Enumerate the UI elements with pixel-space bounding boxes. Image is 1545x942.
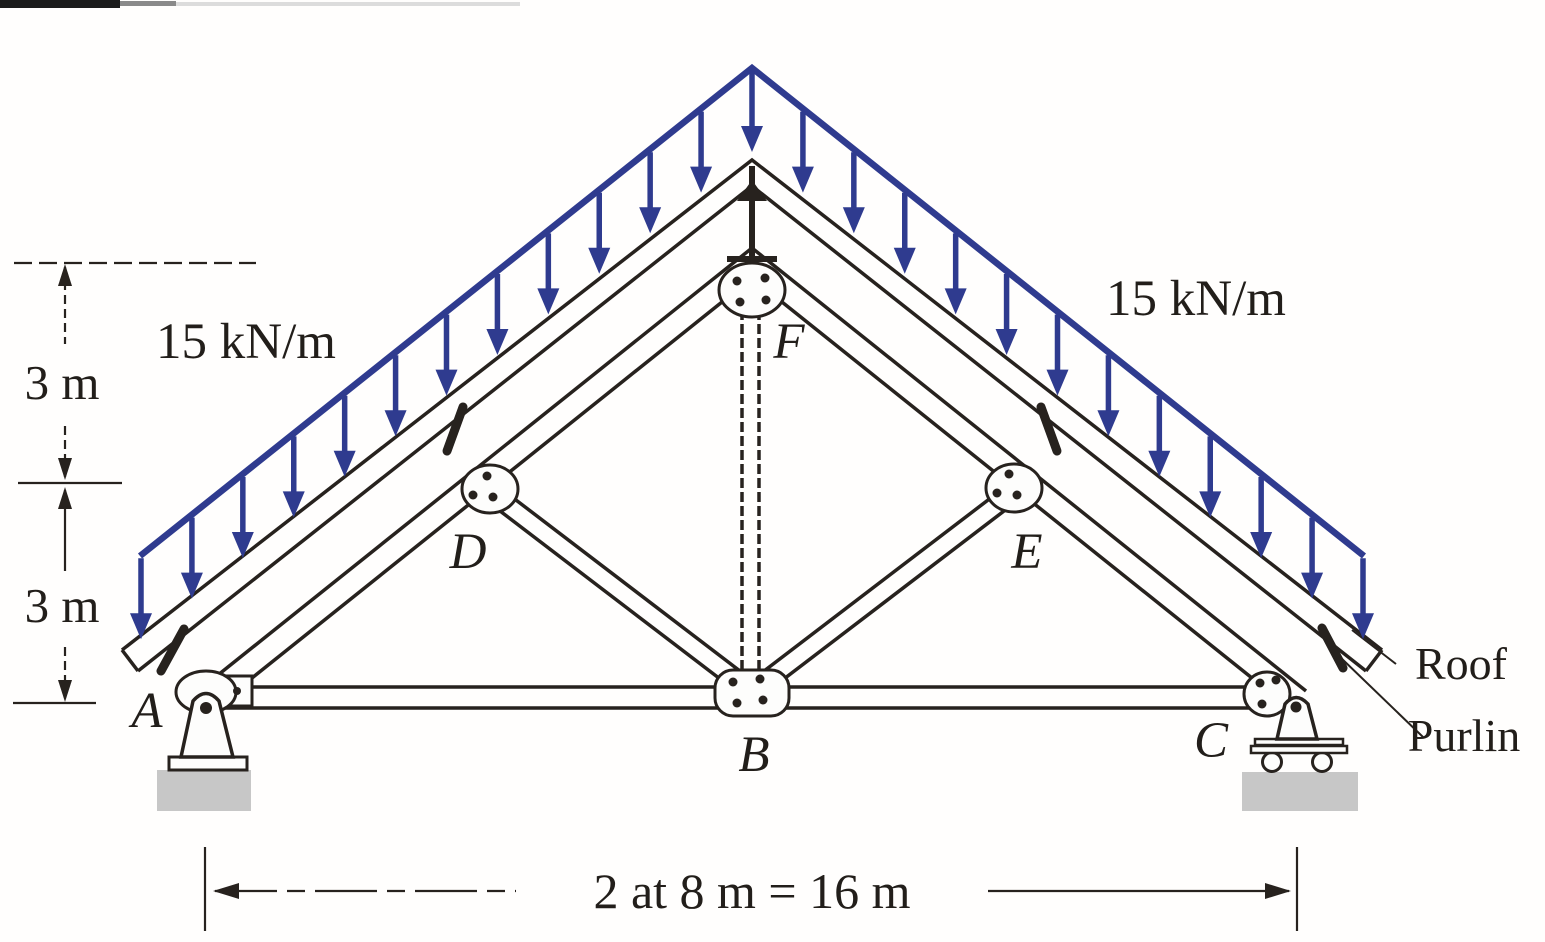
gusset-plates [174,261,1292,718]
base-plate-A [167,755,249,772]
load-line [137,63,1367,559]
diagonal-DB [493,482,759,686]
pedestal-A [178,691,236,759]
diagonal-EB [745,482,1011,686]
gusset-D [460,463,520,515]
roller-right [1311,751,1333,773]
dim-arrowheads-horizontal [213,883,1291,899]
purlins [156,166,1348,676]
labels: 15 kN/m 15 kN/m 3 m 3 m 2 at 8 m = 16 m … [25,271,1521,919]
gusset-F [717,261,787,319]
load-arrows [130,71,1374,640]
base-plate-C-bottom [1249,744,1349,755]
purlin-at-D [442,402,468,456]
joint-label-A: A [128,683,163,739]
purlin-near-A [156,624,189,676]
joint-label-B: B [738,727,769,783]
dim-label-span: 2 at 8 m = 16 m [593,863,910,919]
load-label-right: 15 kN/m [1106,271,1286,327]
purlin-at-apex [727,166,777,262]
dim-arrowheads-vertical [58,264,72,702]
callout-leaders [1338,629,1424,738]
pin-C [1290,701,1302,713]
pin-support-A [157,691,251,811]
roller-left [1261,751,1283,773]
gusset-B [713,668,791,718]
dim-label-upper-3m: 3 m [25,355,100,410]
ground-block-C [1242,772,1358,811]
load-label-left: 15 kN/m [156,314,336,370]
purlin-at-E [1036,402,1062,456]
roof-purlin-at-C [1317,623,1348,673]
pedestal-C [1274,695,1320,741]
callout-purlin: Purlin [1408,710,1520,761]
gusset-E [984,462,1044,514]
ground-block-A [157,770,251,811]
joint-label-F: F [772,314,805,370]
callout-roof: Roof [1415,638,1508,689]
joint-label-E: E [1010,524,1042,580]
joint-label-D: D [449,524,487,580]
distributed-load [130,63,1374,640]
joint-label-C: C [1194,713,1229,769]
ink-layer [13,157,1424,931]
span-dimension [203,847,1299,931]
gusset-bolts [233,273,1281,709]
height-dimension [13,261,256,705]
dim-label-lower-3m: 3 m [25,578,100,633]
pin-A [200,702,212,714]
scan-artifact [0,0,520,8]
roller-support-C [1242,695,1358,811]
